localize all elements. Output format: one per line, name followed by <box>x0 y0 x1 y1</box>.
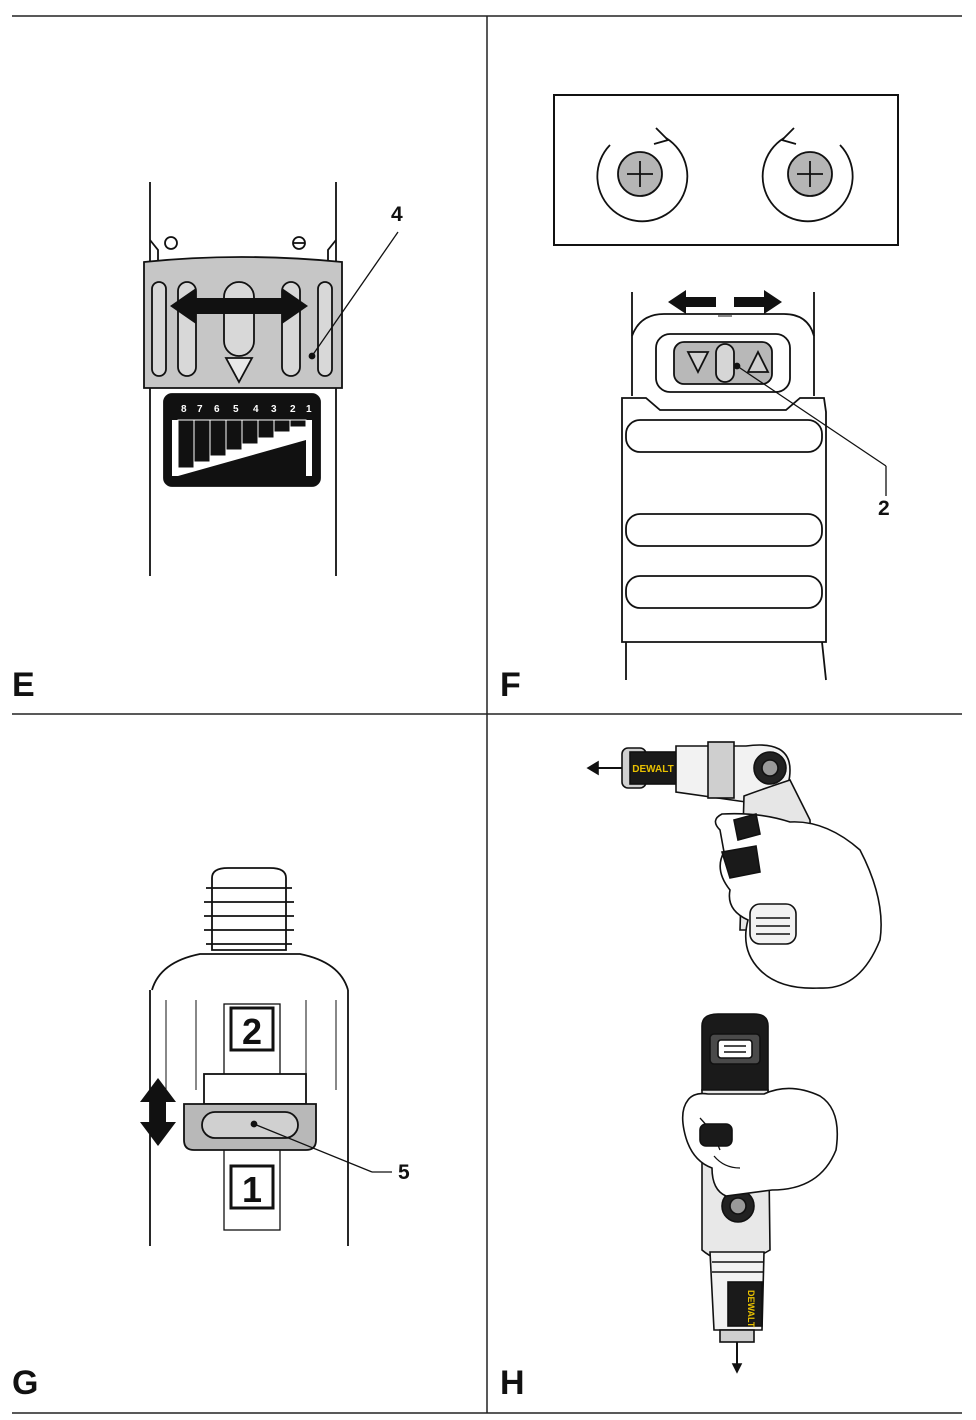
dial-number: 1 <box>306 404 312 415</box>
dial-number: 5 <box>233 404 239 415</box>
callout-torque-collar: 4 <box>391 203 403 226</box>
hand-outline <box>681 1087 839 1197</box>
callout-direction-switch: 2 <box>878 497 890 520</box>
brand-logo-text: DEWALT <box>632 764 673 775</box>
panel-label-f: F <box>500 666 521 704</box>
dial-number: 2 <box>290 404 296 415</box>
brand-logo-text-vertical: DEWALT <box>746 1290 756 1328</box>
panel-label-h: H <box>500 1364 525 1402</box>
torque-steps <box>177 419 307 469</box>
dial-number: 6 <box>214 404 220 415</box>
rotation-indicator-box <box>553 94 899 246</box>
phillips-screw-icon <box>617 151 663 197</box>
callout-gear-slider: 5 <box>398 1161 410 1184</box>
direction-arrows-icon <box>668 290 716 314</box>
gear-2-label: 2 <box>242 1011 262 1052</box>
double-arrow-icon <box>170 288 308 324</box>
dial-number: 4 <box>253 404 259 415</box>
gear-2-label-box <box>229 1006 275 1052</box>
clockwise-arrow-icon <box>596 127 689 223</box>
panel-label-g: G <box>12 1364 39 1402</box>
gear-1-label-box <box>229 1164 275 1210</box>
panel-f-direction-switch <box>553 94 899 681</box>
dial-number: 7 <box>197 404 203 415</box>
triangle-icon <box>224 357 254 384</box>
dial-number: 8 <box>181 404 187 415</box>
double-arrow-icon <box>140 1078 176 1146</box>
brand-badge <box>629 751 677 785</box>
panel-label-e: E <box>12 666 35 704</box>
dial-number: 3 <box>271 404 277 415</box>
panel-h-pistol-grip <box>586 741 882 1374</box>
gear-1-label: 1 <box>242 1169 262 1210</box>
counterclockwise-arrow-icon <box>761 127 854 223</box>
panel-e-torque-collar <box>143 182 399 576</box>
torque-dial-numbers: 8 7 6 5 4 3 2 1 <box>181 404 312 415</box>
panel-grid <box>12 15 962 1414</box>
panel-g-gear-selector <box>140 867 392 1246</box>
phillips-screw-icon <box>787 151 833 197</box>
